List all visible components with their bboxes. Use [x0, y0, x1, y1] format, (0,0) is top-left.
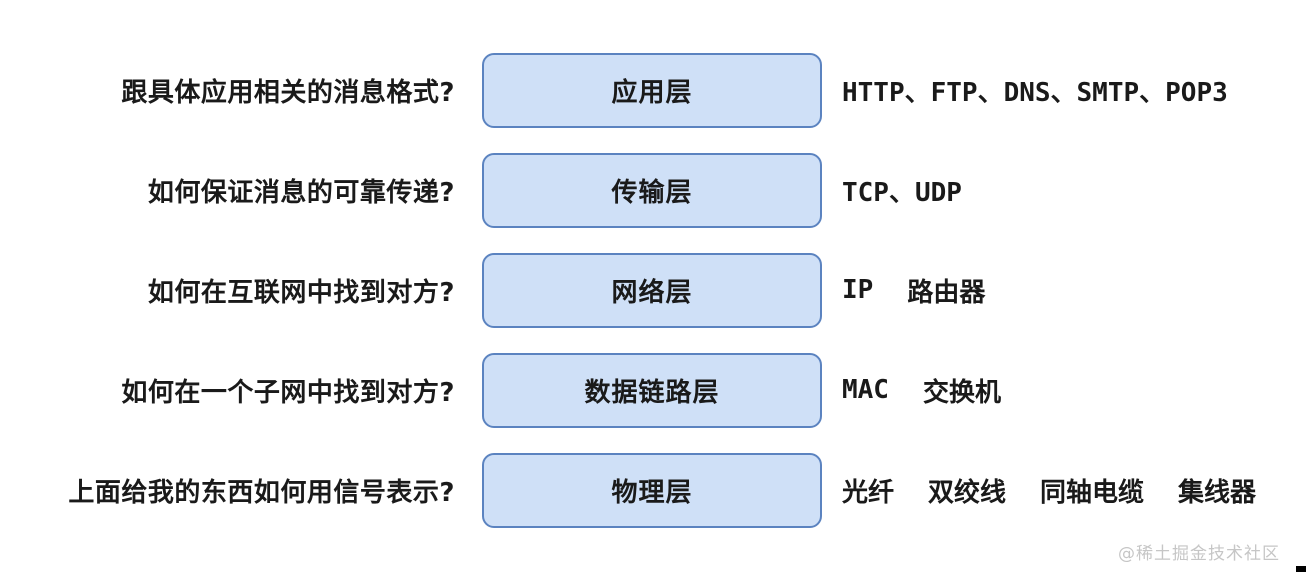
- layer-box: 应用层: [482, 52, 822, 128]
- layer-question: 跟具体应用相关的消息格式?: [121, 77, 455, 108]
- protocol-item: 同轴电缆: [1040, 477, 1145, 508]
- layer-box: 网络层: [482, 252, 822, 328]
- protocol-item: HTTP、FTP、DNS、SMTP、POP3: [842, 77, 1228, 108]
- layer-protocols: MAC 交换机: [842, 372, 1001, 409]
- protocol-item: 交换机: [922, 377, 1001, 408]
- layer-row: 跟具体应用相关的消息格式? 应用层 HTTP、FTP、DNS、SMTP、POP3: [0, 40, 1306, 140]
- layer-row: 上面给我的东西如何用信号表示? 物理层 光纤 双绞线 同轴电缆 集线器: [0, 440, 1306, 540]
- protocol-item: MAC: [842, 375, 889, 405]
- layer-box: 物理层: [482, 452, 822, 528]
- layer-question: 如何在互联网中找到对方?: [147, 277, 455, 308]
- layer-protocols: IP 路由器: [842, 272, 985, 309]
- layer-box: 传输层: [482, 152, 822, 228]
- corner-mark: [1296, 566, 1306, 572]
- protocol-item: 双绞线: [928, 477, 1007, 508]
- protocol-item: 集线器: [1178, 477, 1257, 508]
- protocol-item: TCP、UDP: [842, 177, 962, 208]
- layer-box-label: 网络层: [611, 277, 693, 308]
- layer-box: 数据链路层: [482, 352, 822, 428]
- layer-question: 上面给我的东西如何用信号表示?: [68, 477, 455, 508]
- layer-row: 如何在互联网中找到对方? 网络层 IP 路由器: [0, 240, 1306, 340]
- layer-box-label: 应用层: [611, 77, 693, 108]
- layer-protocols: TCP、UDP: [842, 172, 962, 209]
- protocol-item: IP: [842, 275, 874, 305]
- layer-box-label: 传输层: [611, 177, 693, 208]
- protocol-item: 路由器: [907, 277, 986, 308]
- layer-row: 如何保证消息的可靠传递? 传输层 TCP、UDP: [0, 140, 1306, 240]
- watermark: @稀土掘金技术社区: [1118, 544, 1280, 564]
- layer-box-label: 物理层: [611, 477, 693, 508]
- layer-row: 如何在一个子网中找到对方? 数据链路层 MAC 交换机: [0, 340, 1306, 440]
- layer-protocols: 光纤 双绞线 同轴电缆 集线器: [842, 472, 1256, 509]
- layer-box-label: 数据链路层: [584, 377, 720, 408]
- layer-question: 如何保证消息的可靠传递?: [147, 177, 455, 208]
- layer-protocols: HTTP、FTP、DNS、SMTP、POP3: [842, 72, 1228, 109]
- layer-question: 如何在一个子网中找到对方?: [121, 377, 455, 408]
- protocol-item: 光纤: [842, 477, 895, 508]
